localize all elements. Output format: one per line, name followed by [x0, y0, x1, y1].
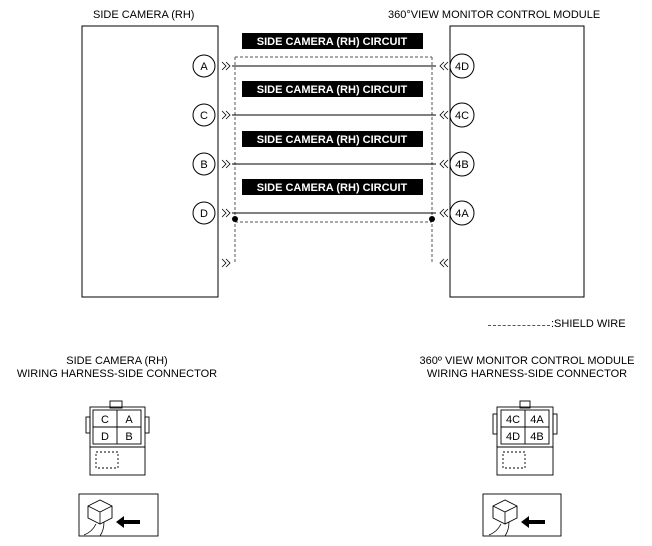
circuit-label: SIDE CAMERA (RH) CIRCUIT [257, 36, 408, 48]
right-connector-terminal: 4C [506, 414, 520, 426]
right-pin-label: 4D [455, 61, 469, 73]
left-connector-face [85, 400, 150, 476]
left-terminal-mark [221, 110, 231, 120]
right-pin-circle [449, 102, 475, 128]
left-pin-label: B [200, 159, 207, 171]
right-terminal-mark [439, 208, 449, 218]
right-terminal-mark [439, 110, 449, 120]
left-pin-circle [192, 54, 216, 78]
right-pin-circle [449, 200, 475, 226]
right-terminal-mark [439, 61, 449, 71]
right-pin-label: 4A [455, 208, 469, 220]
left-connector-terminal: C [101, 414, 109, 426]
right-component-title: 360°VIEW MONITOR CONTROL MODULE [388, 9, 601, 21]
right-pin-circle [449, 151, 475, 177]
left-connector-terminals: C A D B [101, 414, 133, 443]
circuit-row: SIDE CAMERA (RH) CIRCUIT D 4A [192, 179, 475, 226]
circuit-label-bg [242, 179, 423, 195]
right-pin-label: 4C [455, 110, 469, 122]
left-pin-label: C [200, 110, 208, 122]
circuit-label: SIDE CAMERA (RH) CIRCUIT [257, 84, 408, 96]
circuit-label-bg [242, 81, 423, 97]
circuit-label-bg [242, 131, 423, 147]
right-connector-title-line2: WIRING HARNESS-SIDE CONNECTOR [426, 368, 628, 380]
left-connector-title-line2: WIRING HARNESS-SIDE CONNECTOR [16, 368, 218, 380]
left-connector-terminal: A [125, 414, 133, 426]
right-connector-terminal: 4A [530, 414, 544, 426]
left-view-direction-icon [78, 493, 159, 537]
circuit-label: SIDE CAMERA (RH) CIRCUIT [257, 182, 408, 194]
left-pin-label: D [200, 208, 208, 220]
circuit-row: SIDE CAMERA (RH) CIRCUIT C 4C [192, 81, 475, 128]
right-connector-terminals: 4C 4A 4D 4B [506, 414, 544, 443]
left-pin-circle [192, 103, 216, 127]
left-terminal-mark [221, 159, 231, 169]
shield-splice-right [429, 216, 435, 222]
unused-terminal-marks [221, 258, 449, 268]
shield-wire-legend-swatch [488, 325, 550, 326]
left-component-title: SIDE CAMERA (RH) [93, 9, 195, 21]
left-terminal-mark [221, 61, 231, 71]
right-pin-circle [449, 53, 475, 79]
right-connector-terminal: 4B [530, 431, 543, 443]
left-pin-circle [192, 152, 216, 176]
left-connector-terminal: B [125, 431, 132, 443]
left-connector-title-line1: SIDE CAMERA (RH) [66, 355, 168, 367]
circuit-row: SIDE CAMERA (RH) CIRCUIT B 4B [192, 131, 475, 177]
right-connector-terminal: 4D [506, 431, 520, 443]
circuit-label: SIDE CAMERA (RH) CIRCUIT [257, 134, 408, 146]
shield-wire [234, 56, 433, 262]
left-connector-terminal: D [101, 431, 109, 443]
right-view-direction-icon [482, 493, 562, 537]
right-connector-face [492, 400, 558, 476]
shield-splice-left [232, 216, 238, 222]
right-pin-label: 4B [455, 159, 468, 171]
circuit-label-bg [242, 33, 423, 49]
shield-wire-legend-text: :SHIELD WIRE [551, 318, 626, 330]
left-terminal-mark [221, 208, 231, 218]
side-camera-box [81, 25, 219, 298]
left-pin-circle [192, 201, 216, 225]
shield-wire-legend: :SHIELD WIRE [488, 318, 648, 332]
right-connector-title-line1: 360º VIEW MONITOR CONTROL MODULE [419, 355, 635, 367]
right-terminal-mark [439, 159, 449, 169]
circuit-row: SIDE CAMERA (RH) CIRCUIT A 4D [192, 33, 475, 79]
left-pin-label: A [200, 61, 208, 73]
